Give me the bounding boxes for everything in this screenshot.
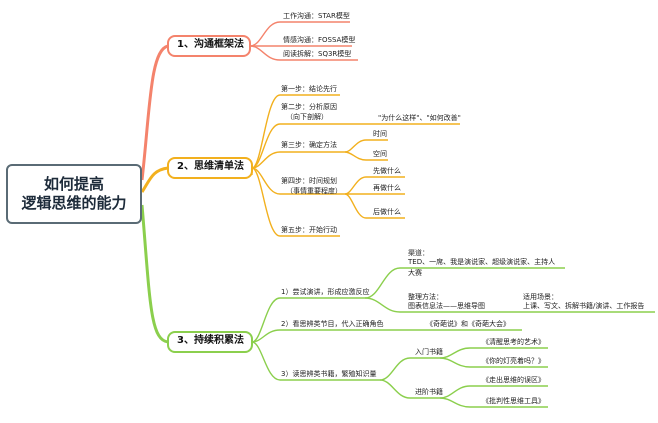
branch3-channels-line1: TED、一席、我是演说家、超级演说家、主持人 (408, 258, 556, 266)
branch2-step3: 第三步：确定方法 (281, 141, 337, 149)
branch3-adv-label: 进阶书籍 (415, 388, 443, 396)
branch3-adv-book1: 《走出思维的误区》 (482, 376, 545, 384)
branch2-step5: 第五步：开始行动 (281, 226, 337, 234)
branch3-intro-label: 入门书籍 (415, 348, 443, 356)
branch3-scene-label: 适用场景： (523, 293, 558, 301)
branch3-intro-book1: 《清醒思考的艺术》 (482, 338, 545, 346)
branch3-item2-child: 《奇葩说》和《奇葩大会》 (426, 320, 510, 328)
branch3-connectors (251, 267, 655, 408)
branch1-title: 1、沟通框架法 (177, 39, 244, 50)
branch3-method-label: 整理方法： (408, 293, 443, 301)
branch2-node (167, 157, 253, 179)
branch2-step2-child: "为什么这样"、"如何改善" (378, 114, 461, 122)
branch2-step2-line2: （向下剖解） (286, 113, 328, 121)
branch1-item-fossa: 情感沟通：FOSSA模型 (283, 36, 356, 44)
branch2-step4-line2: （事情重要程度） (286, 187, 342, 195)
branch2-step4-first: 先做什么 (373, 167, 401, 175)
branch3-item3: 3）读思辨类书籍，繁殖知识量 (281, 370, 377, 378)
branch2-step2-line1: 第二步：分析原因 (281, 103, 337, 111)
branch3-title: 3、持续积累法 (177, 335, 244, 346)
branch2-title: 2、思维清单法 (177, 161, 244, 172)
branch3-method-value: 图表信息法——思维导图 (408, 302, 485, 310)
root-title-line1: 如何提高 (43, 175, 104, 194)
branch1-connectors (249, 21, 358, 61)
branch2-step3-space: 空间 (373, 150, 387, 158)
branch2-step4-line1: 第四步：时间规划 (281, 177, 337, 185)
connector-root-branch2 (140, 166, 169, 193)
branch3-item2: 2）看思辨类节目，代入正确角色 (281, 320, 384, 328)
branch2-step4-then: 再做什么 (373, 184, 401, 192)
branch3-adv-book2: 《批判性思维工具》 (482, 397, 545, 405)
connector-root-branch3 (140, 204, 169, 344)
branch3-item1: 1）尝试演讲，形成应激反应 (281, 288, 370, 296)
branch2-step3-time: 时间 (373, 130, 387, 138)
branch1-node (167, 35, 251, 57)
branch1-item-sq3r: 阅读拆解：SQ3R模型 (283, 50, 352, 58)
connector-root-branch1 (140, 44, 169, 181)
branch3-channels-label: 渠道： (408, 249, 429, 257)
branch1-item-star: 工作沟通：STAR模型 (283, 12, 350, 20)
branch3-scene-value: 上课、写文、拆解书籍/演讲、工作报告 (523, 302, 645, 310)
branch3-node (167, 331, 253, 353)
root-title-line2: 逻辑思维的能力 (21, 194, 127, 212)
branch2-step1: 第一步：结论先行 (281, 85, 337, 93)
branch2-step4-last: 后做什么 (373, 208, 401, 216)
branch3-intro-book2: 《你的灯亮着吗？》 (482, 357, 545, 365)
branch3-channels-line2: 大赛 (408, 269, 422, 277)
root-node: 如何提高 逻辑思维的能力 (6, 164, 142, 224)
